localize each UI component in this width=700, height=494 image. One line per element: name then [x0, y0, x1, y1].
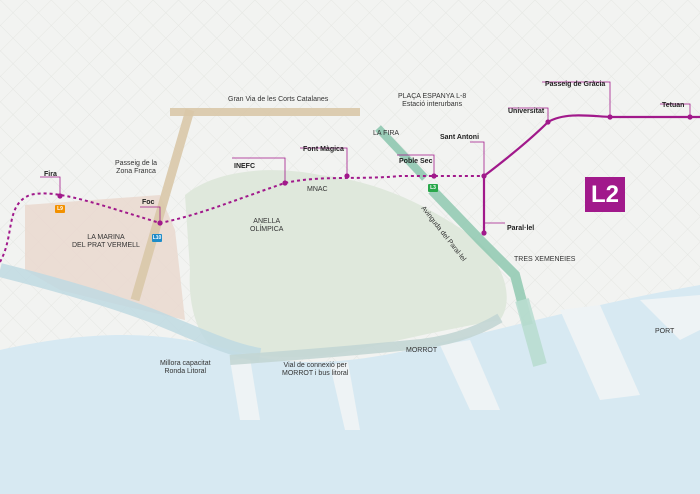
dock [230, 358, 260, 420]
label-millora-line1: Millora capacitat [160, 360, 211, 367]
ronda-litoral-band [0, 263, 262, 362]
station-poble-sec[interactable]: Poble Sec [399, 158, 433, 165]
label-marina-line2: DEL PRAT VERMELL [72, 242, 140, 250]
station-fira[interactable]: Fira [44, 171, 57, 178]
fira-corridor [375, 125, 428, 181]
dock [560, 305, 640, 400]
station-font-magica[interactable]: Font Màgica [303, 146, 344, 153]
label-gran-via: Gran Via de les Corts Catalanes [228, 96, 329, 103]
label-zona-franca-line2: Zona Franca [116, 168, 156, 176]
paralel-extension [515, 298, 547, 367]
station-paralel[interactable]: Paral·lel [507, 225, 535, 232]
label-la-fira: LA FIRA [373, 130, 400, 137]
label-anella-line2: OLÍMPICA [250, 226, 284, 234]
dock [440, 340, 500, 410]
label-anella-olimpica: ANELLA OLÍMPICA [250, 218, 283, 234]
station-tetuan[interactable]: Tetuan [662, 102, 685, 109]
label-anella-line1: ANELLA [253, 218, 281, 225]
label-millora-ronda: Millora capacitat Ronda Litoral [160, 360, 211, 376]
badge-l3: L3 [428, 184, 438, 192]
label-mnac: MNAC [307, 186, 328, 193]
label-morrot: MORROT [406, 347, 438, 354]
label-placa-espanya-line2: Estació interurbans [402, 101, 463, 109]
label-vial-line1: Vial de connexió per [283, 362, 347, 369]
morrot-band [229, 313, 503, 365]
label-vial-line2: MORROT i bus litoral [282, 370, 349, 378]
paralel-corridor [428, 186, 533, 327]
l2-logo: L2 [585, 177, 625, 212]
label-placa-espanya-line1: PLAÇA ESPANYA L-8 [398, 93, 467, 100]
badge-l9: L9 [55, 205, 65, 213]
badge-l10: L10 [152, 234, 162, 242]
dock [640, 295, 700, 340]
station-inefc[interactable]: INEFC [234, 163, 255, 170]
dock [330, 362, 360, 430]
label-vial-morrot: Vial de connexió per MORROT i bus litora… [282, 362, 348, 378]
zona-franca-corridor [130, 108, 195, 302]
label-zona-franca: Passeig de la Zona Franca [115, 160, 157, 176]
label-placa-espanya: PLAÇA ESPANYA L-8 Estació interurbans [398, 93, 466, 109]
leader-lines [40, 81, 691, 233]
montjuic-park [185, 170, 507, 357]
label-tres-xemeneies: TRES XEMENEIES [514, 256, 576, 263]
station-foc[interactable]: Foc [142, 199, 155, 206]
station-universitat[interactable]: Universitat [508, 108, 545, 115]
label-millora-line2: Ronda Litoral [164, 368, 207, 376]
label-port: PORT [655, 328, 675, 335]
station-dots [57, 114, 693, 236]
station-passeig-gracia[interactable]: Passeig de Gràcia [545, 81, 606, 88]
station-sant-antoni[interactable]: Sant Antoni [440, 134, 480, 141]
label-marina-prat-vermell: LA MARINA DEL PRAT VERMELL [72, 234, 140, 250]
label-zona-franca-line1: Passeig de la [115, 160, 158, 167]
label-marina-line1: LA MARINA [87, 234, 125, 241]
